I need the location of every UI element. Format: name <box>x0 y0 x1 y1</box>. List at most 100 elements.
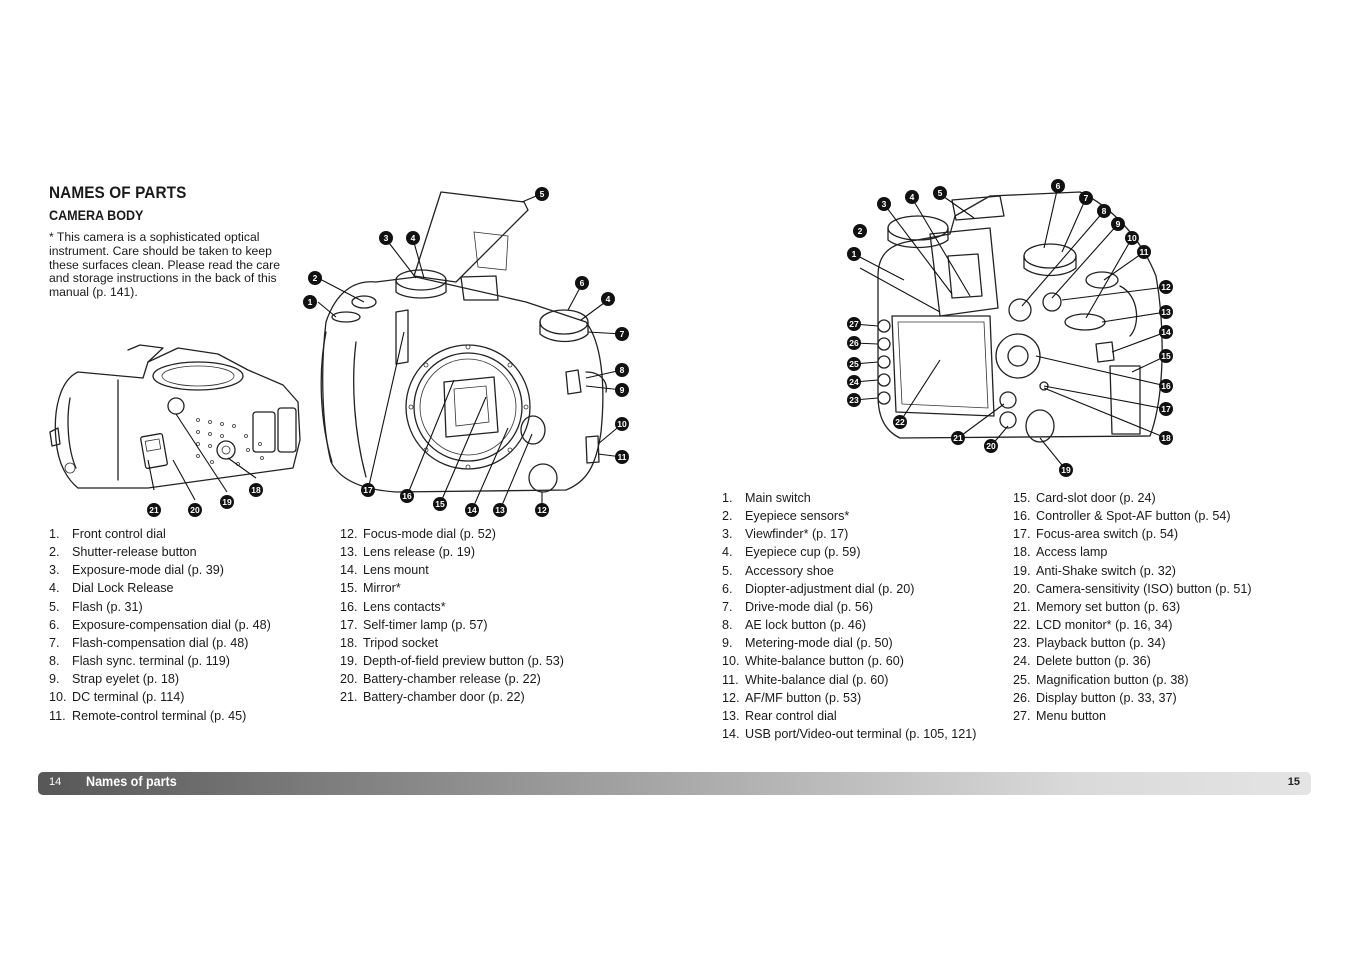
callout-marker: 21 <box>147 503 161 517</box>
svg-text:24: 24 <box>849 377 859 387</box>
svg-text:23: 23 <box>849 395 859 405</box>
part-number: 10. <box>49 690 67 705</box>
part-number: 18. <box>1013 545 1031 560</box>
svg-text:1: 1 <box>308 297 313 307</box>
front-callouts: 1 2 3 4 5 6 4 7 8 9 10 11 12 13 14 15 16… <box>303 187 629 517</box>
front-parts-list-col2: 12.Focus-mode dial (p. 52)13.Lens releas… <box>340 525 564 707</box>
part-item: 2.Shutter-release button <box>49 543 271 561</box>
part-number: 7. <box>722 599 733 614</box>
callout-marker: 12 <box>535 503 549 517</box>
part-number: 22. <box>1013 618 1031 633</box>
svg-text:17: 17 <box>363 485 373 495</box>
svg-text:11: 11 <box>618 452 627 462</box>
callout-marker: 4 <box>601 292 615 306</box>
part-item: 27.Menu button <box>1013 707 1252 725</box>
svg-text:15: 15 <box>435 499 445 509</box>
part-label: Flash-compensation dial (p. 48) <box>72 635 249 650</box>
callout-marker: 6 <box>1051 179 1065 193</box>
part-label: Card-slot door (p. 24) <box>1036 491 1156 505</box>
svg-text:7: 7 <box>620 329 625 339</box>
callout-marker: 6 <box>575 276 589 290</box>
svg-text:3: 3 <box>384 233 389 243</box>
svg-text:26: 26 <box>849 338 859 348</box>
part-label: Exposure-compensation dial (p. 48) <box>72 617 271 632</box>
part-item: 5.Flash (p. 31) <box>49 598 271 616</box>
part-item: 25.Magnification button (p. 38) <box>1013 671 1252 689</box>
svg-text:5: 5 <box>540 189 545 199</box>
footer-bar <box>38 772 1311 795</box>
svg-text:22: 22 <box>895 417 905 427</box>
part-label: Camera-sensitivity (ISO) button (p. 51) <box>1036 581 1252 596</box>
part-number: 14. <box>722 727 740 742</box>
part-number: 6. <box>49 617 60 632</box>
part-item: 13.Rear control dial <box>722 707 976 725</box>
callout-marker: 1 <box>847 247 861 261</box>
part-label: Flash (p. 31) <box>72 599 143 614</box>
part-number: 12. <box>340 527 358 541</box>
part-item: 10.DC terminal (p. 114) <box>49 688 271 706</box>
part-label: USB port/Video-out terminal (p. 105, 121… <box>745 727 977 742</box>
callout-marker: 13 <box>1159 305 1173 319</box>
camera-front-illustration: 1 2 3 4 5 6 4 7 8 9 10 11 12 13 14 15 16… <box>303 187 629 517</box>
callout-marker: 24 <box>847 375 861 389</box>
part-label: Exposure-mode dial (p. 39) <box>72 563 224 578</box>
part-label: Focus-area switch (p. 54) <box>1036 527 1179 542</box>
part-label: Mirror* <box>363 581 401 596</box>
callout-marker: 15 <box>1159 349 1173 363</box>
part-item: 2.Eyepiece sensors* <box>722 507 976 525</box>
part-item: 16.Controller & Spot-AF button (p. 54) <box>1013 507 1252 525</box>
part-item: 19.Depth-of-field preview button (p. 53) <box>340 652 564 670</box>
part-number: 24. <box>1013 654 1031 669</box>
part-item: 15.Mirror* <box>340 579 564 597</box>
part-label: Tripod socket <box>363 635 439 650</box>
part-item: 10.White-balance button (p. 60) <box>722 652 976 670</box>
part-label: Memory set button (p. 63) <box>1036 599 1181 614</box>
part-label: Display button (p. 33, 37) <box>1036 690 1177 705</box>
svg-text:8: 8 <box>1102 206 1107 216</box>
part-number: 19. <box>1013 563 1031 578</box>
part-item: 6.Diopter-adjustment dial (p. 20) <box>722 580 976 598</box>
part-label: Accessory shoe <box>745 563 834 578</box>
callout-marker: 4 <box>406 231 420 245</box>
footer-section-title: Names of parts <box>86 774 177 789</box>
part-label: Self-timer lamp (p. 57) <box>363 617 488 632</box>
part-number: 19. <box>340 654 358 669</box>
svg-text:4: 4 <box>606 294 611 304</box>
part-item: 5.Accessory shoe <box>722 562 976 580</box>
part-item: 18.Tripod socket <box>340 634 564 652</box>
part-item: 13.Lens release (p. 19) <box>340 543 564 561</box>
page-number-left: 14 <box>49 776 62 788</box>
part-item: 12.AF/MF button (p. 53) <box>722 689 976 707</box>
camera-bottom-illustration: 21 20 19 18 <box>49 344 301 517</box>
back-parts-list-col2: 15.Card-slot door (p. 24)16.Controller &… <box>1013 489 1252 725</box>
part-label: AF/MF button (p. 53) <box>745 690 862 705</box>
part-item: 4.Dial Lock Release <box>49 579 271 597</box>
part-item: 6. Exposure-compensation dial (p. 48) <box>49 616 271 634</box>
part-item: 23.Playback button (p. 34) <box>1013 634 1252 652</box>
part-number: 20. <box>1013 581 1031 596</box>
callout-marker: 17 <box>361 483 375 497</box>
callout-marker: 3 <box>877 197 891 211</box>
callout-marker: 5 <box>933 186 947 200</box>
part-item: 17. Focus-area switch (p. 54) <box>1013 525 1252 543</box>
svg-text:4: 4 <box>910 192 915 202</box>
part-item: 26.Display button (p. 33, 37) <box>1013 689 1252 707</box>
svg-text:5: 5 <box>938 188 943 198</box>
callout-marker: 18 <box>1159 431 1173 445</box>
svg-text:18: 18 <box>251 485 261 495</box>
part-number: 17. <box>340 617 358 632</box>
part-label: Diopter-adjustment dial (p. 20) <box>745 581 915 596</box>
callout-marker: 19 <box>1059 463 1073 477</box>
part-number: 23. <box>1013 636 1031 651</box>
svg-text:12: 12 <box>1161 282 1171 292</box>
part-number: 13. <box>340 545 358 560</box>
part-label: Front control dial <box>72 527 166 541</box>
part-item: 16.Lens contacts* <box>340 598 564 616</box>
part-number: 10. <box>722 654 740 669</box>
part-number: 17. <box>1013 527 1031 542</box>
part-label: Metering-mode dial (p. 50) <box>745 636 893 651</box>
svg-text:15: 15 <box>1161 351 1171 361</box>
part-item: 11.White-balance dial (p. 60) <box>722 671 976 689</box>
callout-marker: 13 <box>493 503 507 517</box>
